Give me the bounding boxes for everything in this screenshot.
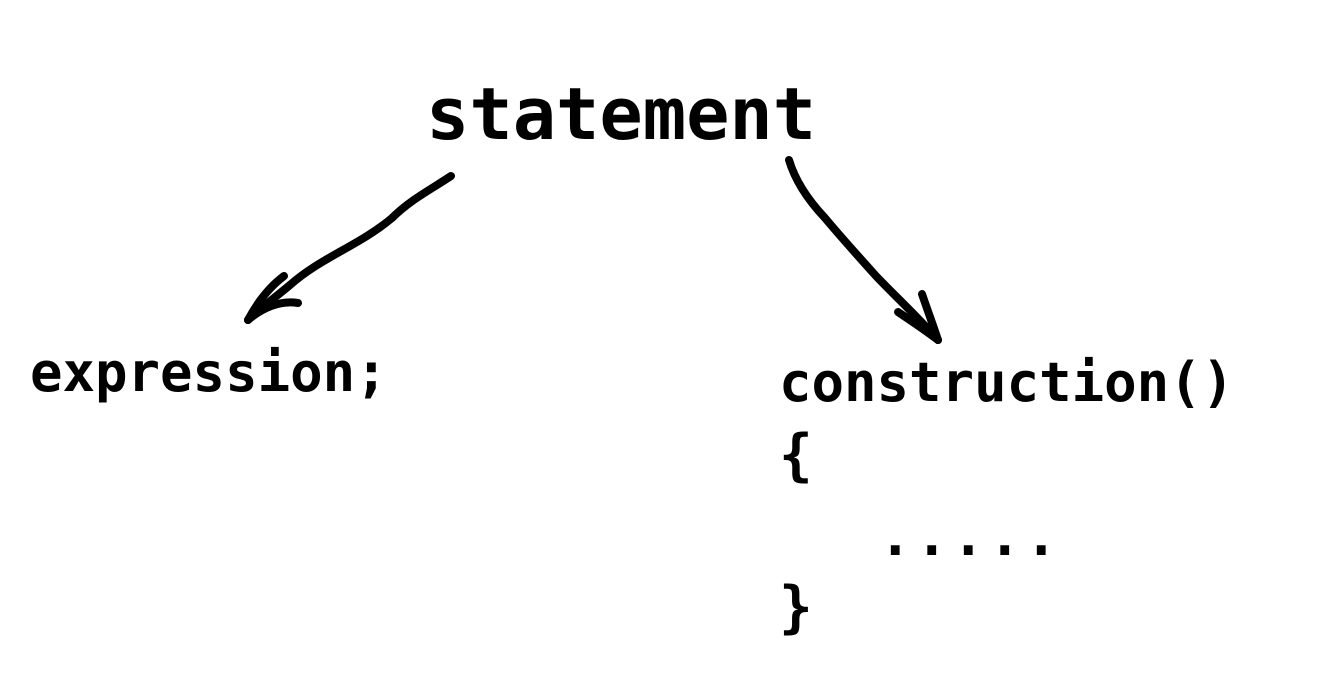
- child-node-expression: expression;: [30, 341, 388, 404]
- arrow-to-expression-shaft: [244, 172, 455, 324]
- arrow-to-construction-shaft: [785, 156, 942, 344]
- construction-body-ellipsis: .....: [879, 505, 1062, 568]
- arrow-to-expression-head-bottom: [244, 298, 302, 324]
- arrow-to-construction-head-left: [894, 308, 942, 344]
- root-node-statement: statement: [426, 72, 817, 156]
- construction-close-brace: }: [779, 575, 813, 640]
- arrow-to-construction-head-right: [918, 290, 942, 344]
- construction-open-brace: {: [779, 423, 813, 488]
- child-node-construction-header: construction(): [779, 351, 1235, 414]
- arrow-to-expression: [244, 172, 455, 324]
- arrow-to-expression-head-top: [244, 272, 288, 324]
- arrow-to-construction: [785, 156, 942, 344]
